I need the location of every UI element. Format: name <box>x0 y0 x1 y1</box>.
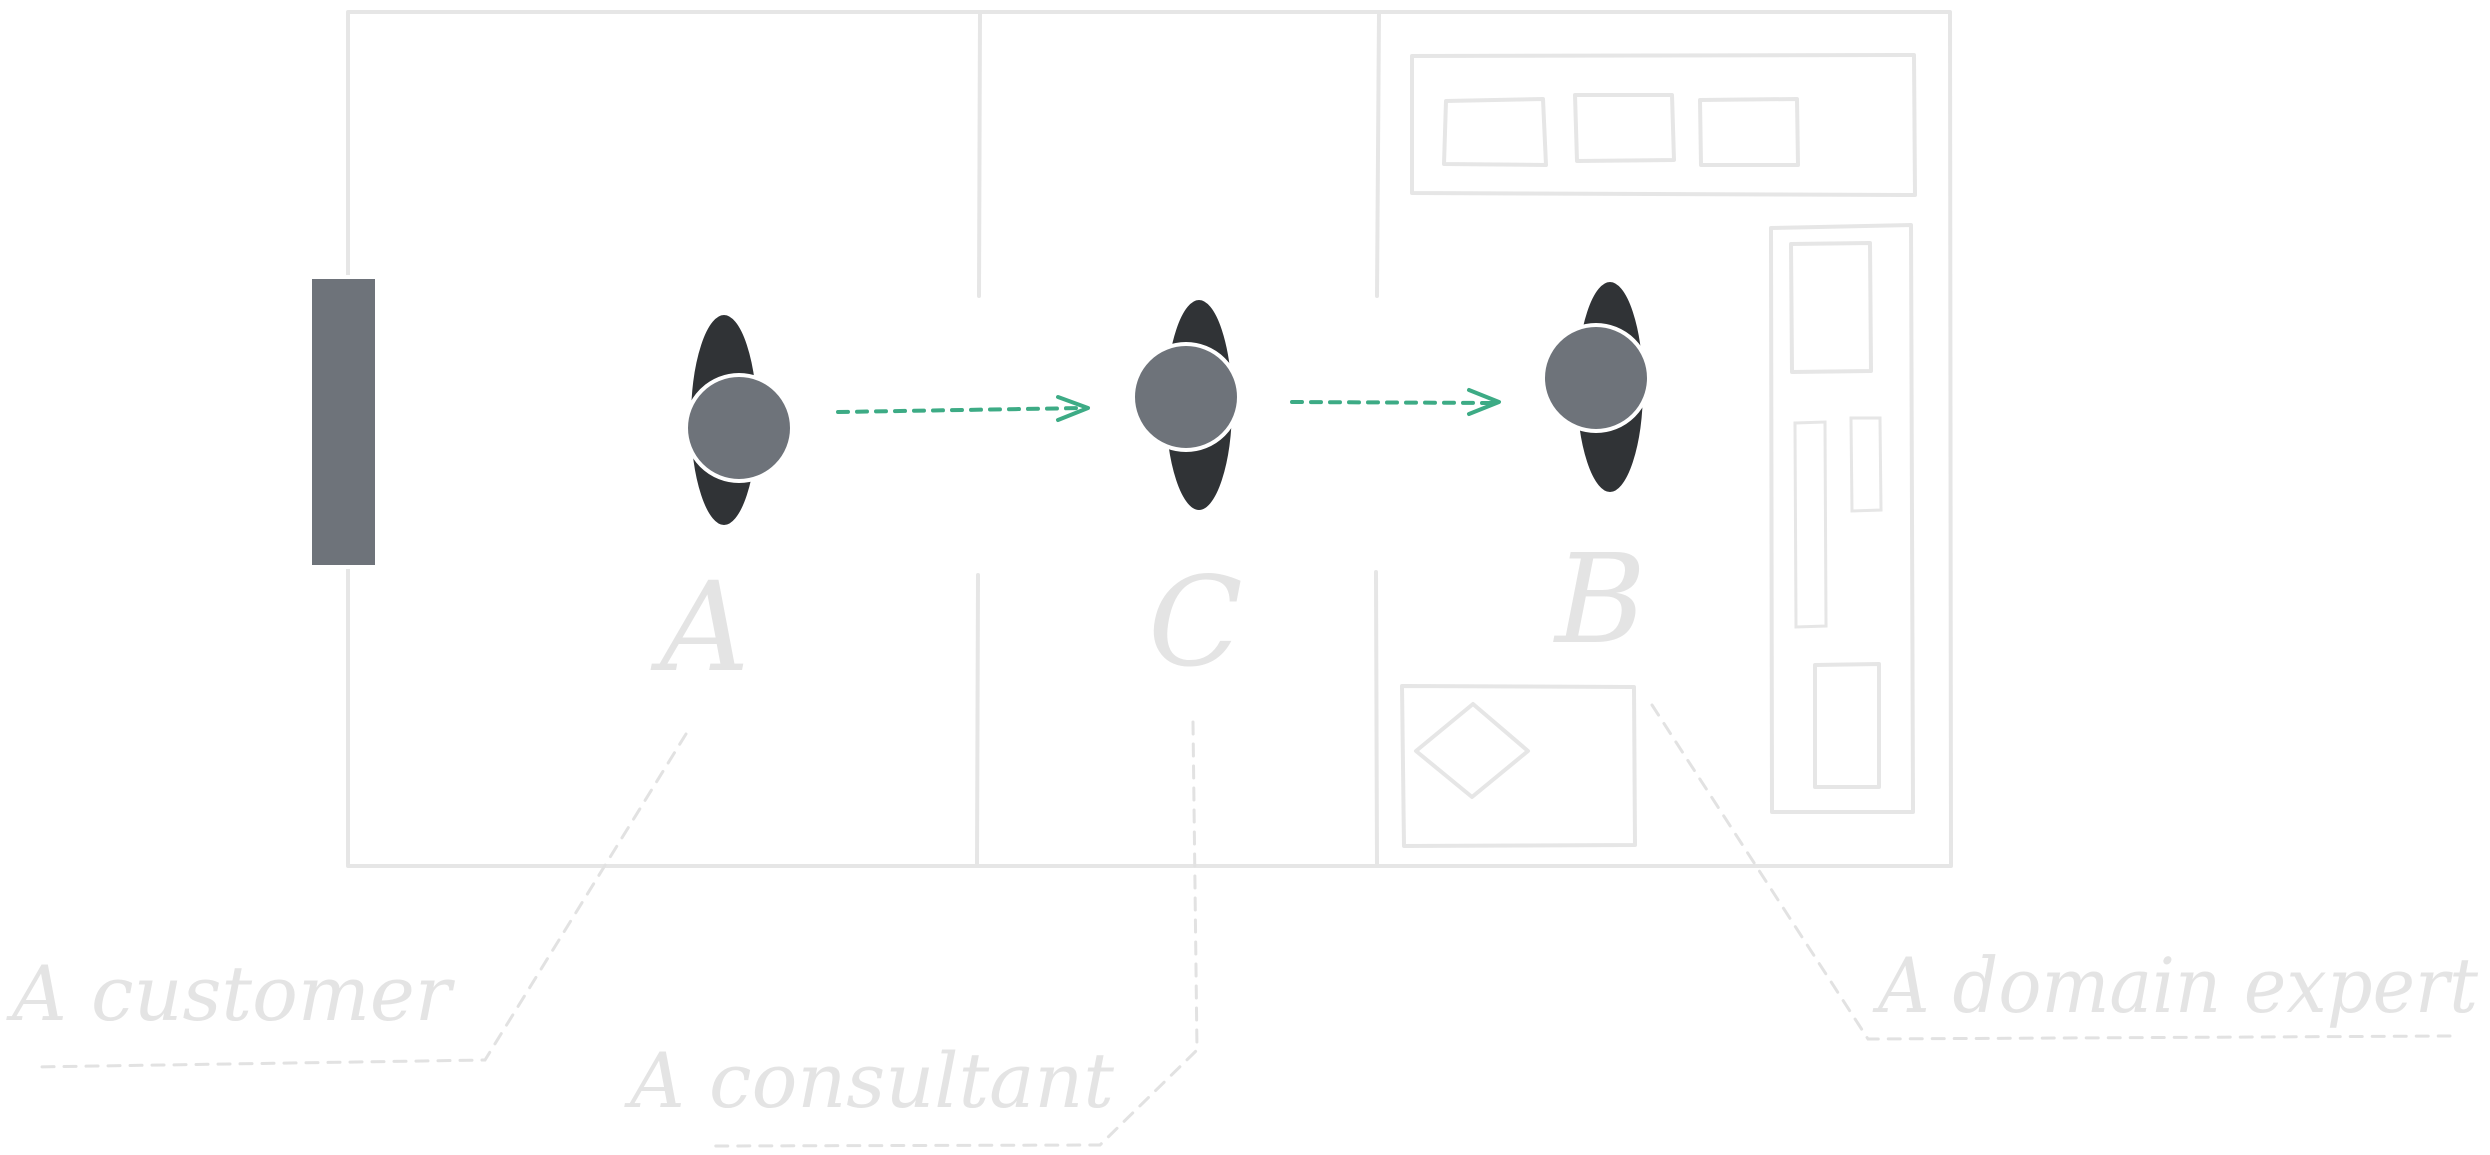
outer-room-outline <box>346 10 1953 868</box>
caption-domain-expert: A domain expert <box>1872 941 2478 1030</box>
flow-arrow-c-to-b <box>1290 388 1501 416</box>
wall-left-lower <box>975 573 980 868</box>
wall-left-upper <box>977 10 982 298</box>
person-b-head <box>1541 323 1651 433</box>
cabinet-right <box>1769 223 1915 814</box>
person-c <box>1131 296 1241 514</box>
leader-line-customer <box>31 732 688 1069</box>
wall-right-upper <box>1375 10 1381 298</box>
person-b <box>1541 278 1651 496</box>
person-a <box>684 311 794 529</box>
table-with-diamond <box>1400 684 1637 848</box>
wall-right-lower <box>1374 570 1379 868</box>
leader-line-consultant <box>713 720 1199 1148</box>
caption-customer: A customer <box>6 949 456 1038</box>
person-c-letter: C <box>1148 551 1243 695</box>
flow-arrow-a-to-c <box>836 395 1090 422</box>
person-c-head <box>1131 342 1241 452</box>
person-b-letter: B <box>1553 528 1646 672</box>
caption-consultant: A consultant <box>624 1036 1114 1125</box>
door <box>308 275 379 569</box>
leader-line-domain-expert <box>1650 703 2452 1041</box>
shelf-top <box>1410 53 1917 197</box>
person-a-head <box>684 373 794 483</box>
person-a-letter: A <box>650 556 750 700</box>
